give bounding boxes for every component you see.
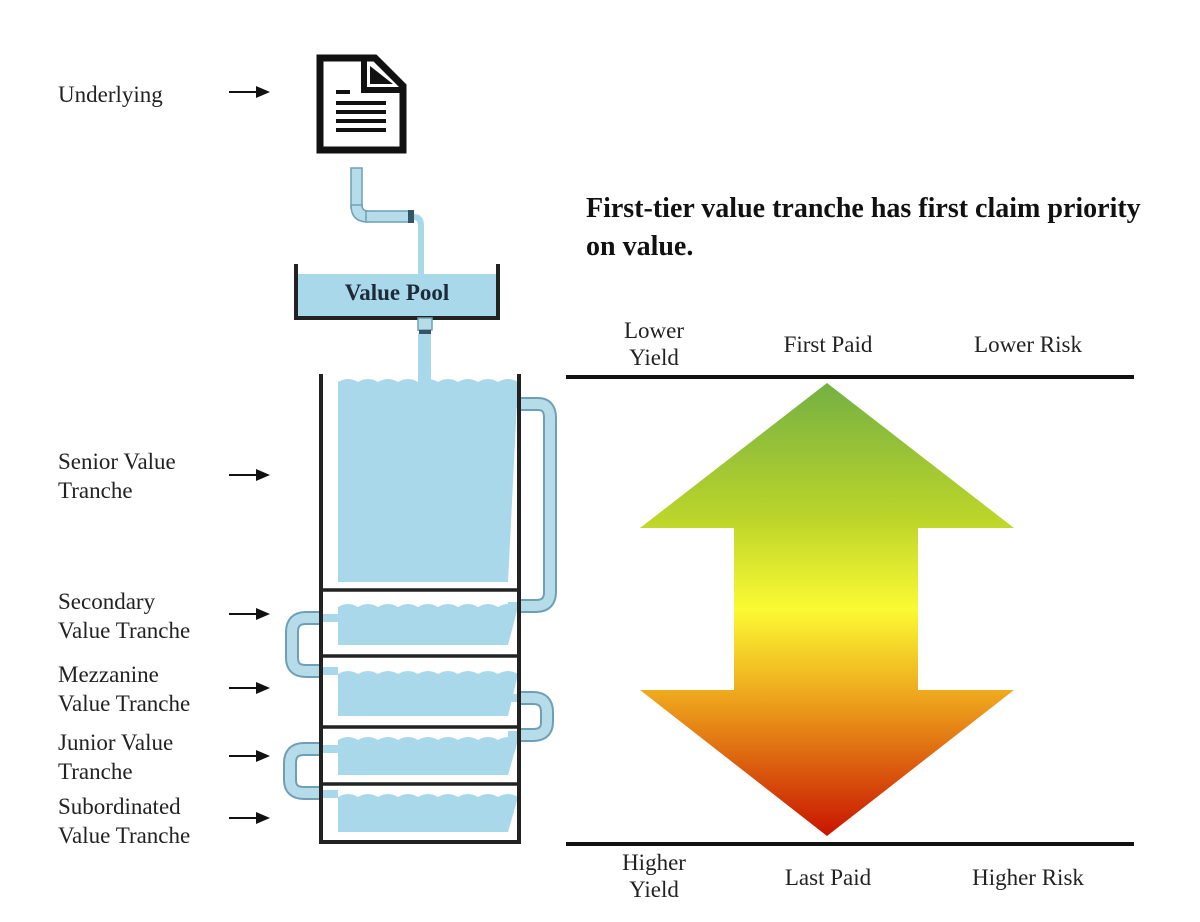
tranche-label-line: Mezzanine [58,662,159,687]
arrow-right-icon [229,608,270,620]
tranche-label-line: Value Tranche [58,691,191,716]
mezzanine-water [338,671,518,716]
tranche-label-line: Tranche [58,759,133,784]
yield-line: Yield [629,877,679,902]
yield-line: Higher [622,850,686,875]
value-pool-basin [294,264,500,382]
label-arrows [229,86,270,824]
arrow-right-icon [229,812,270,824]
top-yield-label: Lower Yield [600,317,708,371]
document-icon [316,54,407,154]
top-risk-label: Lower Risk [974,332,1082,357]
tranche-label-junior: Junior Value Tranche [58,728,173,786]
secondary-water [338,604,518,645]
tranche-label-line: Value Tranche [58,823,191,848]
tranche-label-subordinated: Subordinated Value Tranche [58,792,190,850]
tranche-label-senior: Senior Value Tranche [58,447,176,505]
bottom-yield-label: Higher Yield [600,849,708,903]
arrow-right-icon [229,682,270,694]
inlet-pipe [350,167,424,292]
junior-water [338,737,518,775]
bottom-payment-label: Last Paid [784,865,872,890]
tranche-tank [319,374,521,844]
yield-line: Lower [623,318,685,343]
tranche-label-line: Secondary [58,589,156,614]
tranche-label-secondary: Secondary Value Tranche [58,587,190,645]
arrow-right-icon [229,86,270,98]
tranche-label-line: Tranche [58,478,133,503]
double-arrow-icon [640,383,1014,836]
top-payment-label: First Paid [783,332,873,357]
headline: First-tier value tranche has first claim… [586,193,1141,262]
tranche-label-line: Subordinated [58,794,181,819]
tranche-label-mezzanine: Mezzanine Value Tranche [58,660,190,718]
senior-water [338,379,518,582]
underlying-label: Underlying [58,82,163,107]
yield-line: Yield [629,345,679,370]
arrow-right-icon [229,469,270,481]
arrow-right-icon [229,750,270,762]
overflow-pipes [283,397,557,800]
tranche-label-line: Junior Value [58,730,174,755]
bottom-risk-label: Higher Risk [972,865,1084,890]
tranche-label-line: Senior Value [58,449,176,474]
value-pool-label: Value Pool [344,280,450,305]
subordinated-water [338,794,518,832]
tranche-label-line: Value Tranche [58,618,191,643]
